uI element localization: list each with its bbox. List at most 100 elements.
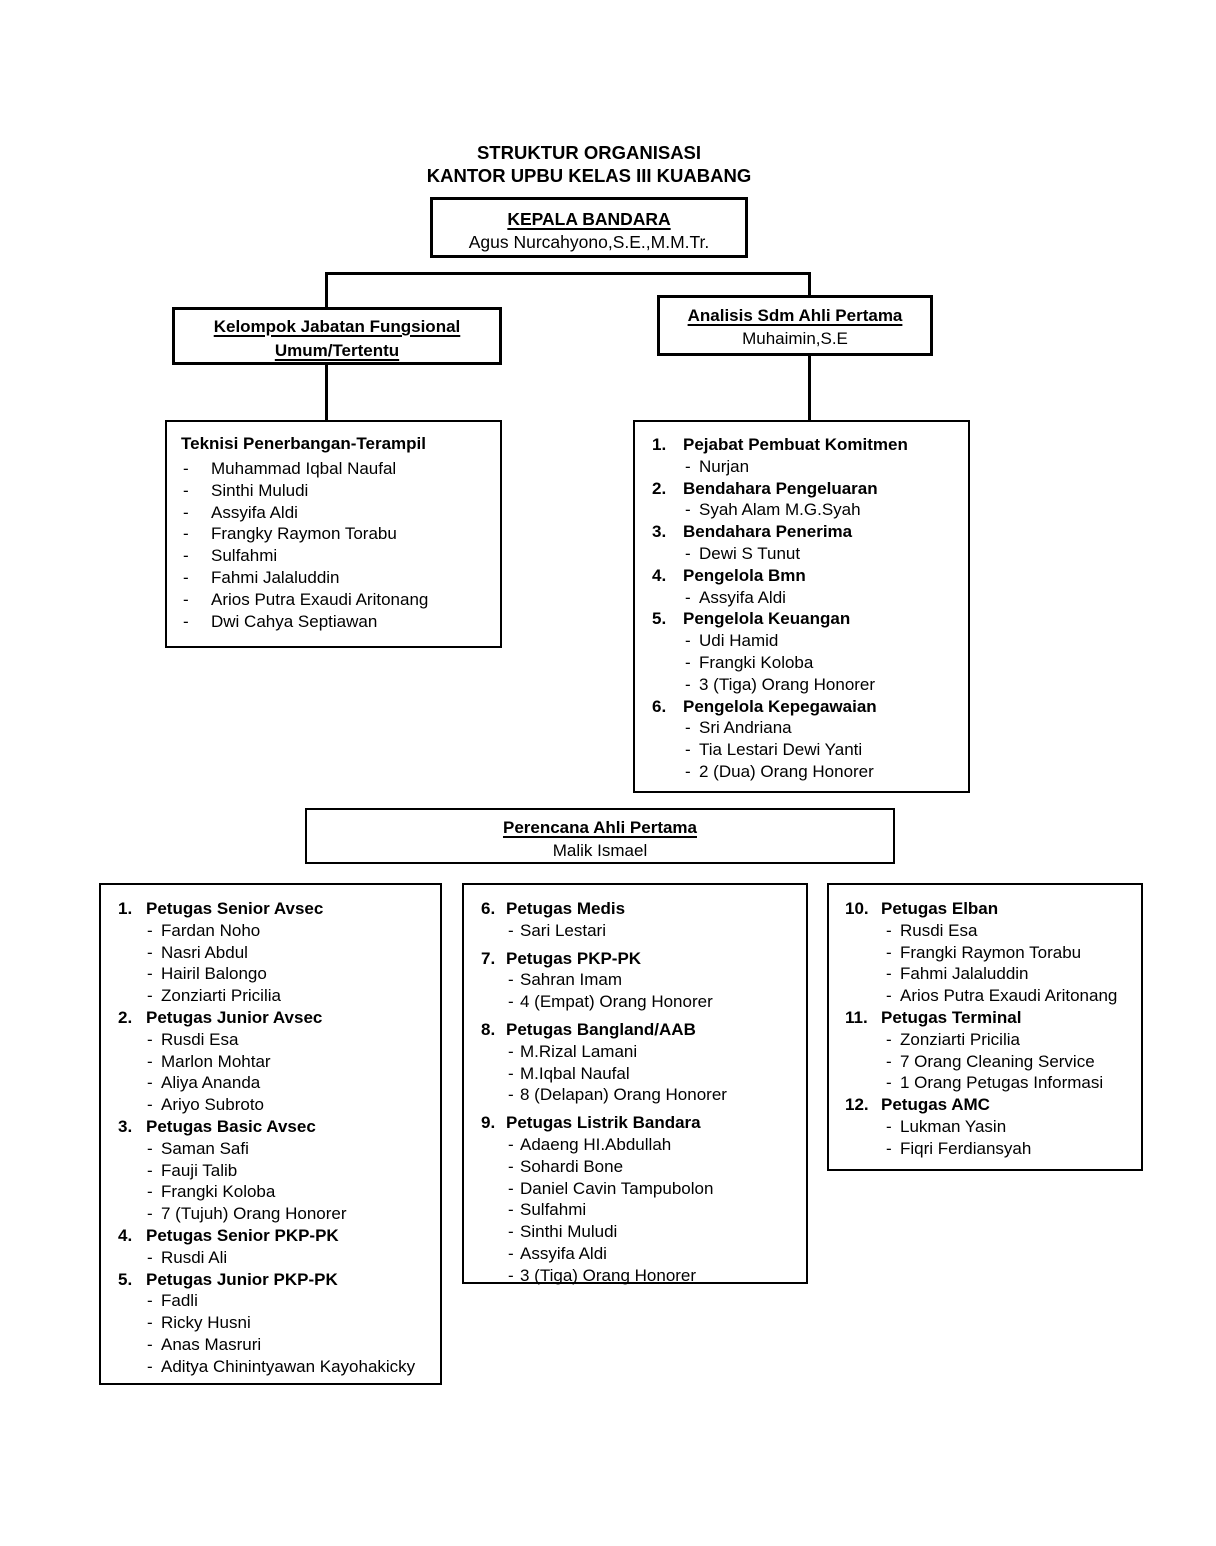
position-number: 6.	[481, 899, 496, 918]
member-name: Adaeng HI.Abdullah	[464, 1134, 806, 1156]
kelompok-jabatan-box: Kelompok Jabatan Fungsional Umum/Tertent…	[172, 307, 502, 365]
position-heading: 7. Petugas PKP-PK	[464, 948, 806, 970]
connector-vertical-left-upper	[325, 272, 328, 308]
position-heading: 8. Petugas Bangland/AAB	[464, 1019, 806, 1041]
position-heading: 6. Pengelola Kepegawaian	[635, 696, 968, 718]
member-name: Marlon Mohtar	[101, 1051, 440, 1073]
member-name: Sari Lestari	[464, 920, 806, 942]
petugas-right-box: 10. Petugas Elban Rusdi Esa Frangki Raym…	[827, 883, 1143, 1171]
position-heading: 11. Petugas Terminal	[829, 1007, 1141, 1029]
member-name: 4 (Empat) Orang Honorer	[464, 991, 806, 1013]
member-name: Assyifa Aldi	[167, 502, 500, 524]
position-number: 10.	[845, 899, 869, 918]
member-name: Tia Lestari Dewi Yanti	[635, 739, 968, 761]
member-name: Fahmi Jalaluddin	[167, 567, 500, 589]
petugas-right-group-list: 10. Petugas Elban Rusdi Esa Frangki Raym…	[829, 898, 1141, 1160]
member-name: 7 Orang Cleaning Service	[829, 1051, 1141, 1073]
position-title: Petugas Terminal	[881, 1007, 1022, 1027]
position-title: Pengelola Kepegawaian	[683, 696, 877, 716]
position-member-list: Fardan Noho Nasri Abdul Hairil Balongo Z…	[101, 920, 440, 1007]
member-name: Fiqri Ferdiansyah	[829, 1138, 1141, 1160]
position-group: 2. Petugas Junior Avsec Rusdi Esa Marlon…	[101, 1007, 440, 1116]
position-number: 2.	[118, 1007, 133, 1027]
position-group: 7. Petugas PKP-PK Sahran Imam 4 (Empat) …	[464, 948, 806, 1013]
member-name: 8 (Delapan) Orang Honorer	[464, 1084, 806, 1106]
position-title: Pengelola Bmn	[683, 565, 806, 585]
position-group: 3. Bendahara Penerima Dewi S Tunut	[635, 521, 968, 565]
analisis-sdm-box: Analisis Sdm Ahli Pertama Muhaimin,S.E	[657, 295, 933, 356]
member-name: Sinthi Muludi	[464, 1221, 806, 1243]
member-name: Frangki Koloba	[101, 1181, 440, 1203]
member-name: 3 (Tiga) Orang Honorer	[464, 1265, 806, 1287]
position-number: 8.	[481, 1019, 496, 1039]
position-heading: 5. Pengelola Keuangan	[635, 608, 968, 630]
member-name: Muhammad Iqbal Naufal	[167, 458, 500, 480]
position-member-list: Assyifa Aldi	[635, 587, 968, 609]
position-member-list: Nurjan	[635, 456, 968, 478]
member-name: Ricky Husni	[101, 1312, 440, 1334]
member-name: 3 (Tiga) Orang Honorer	[635, 674, 968, 696]
position-member-list: M.Rizal Lamani M.Iqbal Naufal 8 (Delapan…	[464, 1041, 806, 1106]
page-title-line1: STRUKTUR ORGANISASI	[476, 142, 702, 163]
position-member-list: Udi Hamid Frangki Koloba 3 (Tiga) Orang …	[635, 630, 968, 695]
member-name: Arios Putra Exaudi Aritonang	[167, 589, 500, 611]
position-heading: 2. Bendahara Pengeluaran	[635, 478, 968, 500]
position-number: 1.	[652, 435, 667, 454]
position-number: 4.	[652, 565, 667, 585]
member-name: Ariyo Subroto	[101, 1094, 440, 1116]
connector-vertical-left-lower	[325, 363, 328, 421]
position-title: Bendahara Penerima	[683, 522, 853, 542]
position-group: 4. Petugas Senior PKP-PK Rusdi Ali	[101, 1225, 440, 1269]
position-heading: 3. Petugas Basic Avsec	[101, 1116, 440, 1138]
position-member-list: Sahran Imam 4 (Empat) Orang Honorer	[464, 969, 806, 1013]
page-title-line2: KANTOR UPBU KELAS III KUABANG	[426, 165, 752, 186]
position-member-list: Rusdi Esa Frangki Raymon Torabu Fahmi Ja…	[829, 920, 1141, 1007]
petugas-left-box: 1. Petugas Senior Avsec Fardan Noho Nasr…	[99, 883, 442, 1385]
analisis-name: Muhaimin,S.E	[742, 328, 848, 348]
member-name: Zonziarti Pricilia	[101, 985, 440, 1007]
teknisi-box: Teknisi Penerbangan-Terampil Muhammad Iq…	[165, 420, 502, 648]
position-heading: 12. Petugas AMC	[829, 1094, 1141, 1116]
member-name: 7 (Tujuh) Orang Honorer	[101, 1203, 440, 1225]
position-group: 4. Pengelola Bmn Assyifa Aldi	[635, 565, 968, 609]
position-group: 10. Petugas Elban Rusdi Esa Frangki Raym…	[829, 898, 1141, 1007]
member-name: Aditya Chinintyawan Kayohakicky	[101, 1356, 440, 1378]
position-number: 4.	[118, 1225, 133, 1245]
position-heading: 9. Petugas Listrik Bandara	[464, 1112, 806, 1134]
position-number: 5.	[118, 1269, 133, 1289]
member-name: Hairil Balongo	[101, 963, 440, 985]
position-member-list: Rusdi Esa Marlon Mohtar Aliya Ananda Ari…	[101, 1029, 440, 1116]
position-number: 1.	[118, 899, 133, 918]
member-name: Sulfahmi	[167, 545, 500, 567]
position-title: Petugas Senior Avsec	[146, 899, 324, 918]
position-group: 6. Pengelola Kepegawaian Sri Andriana Ti…	[635, 696, 968, 783]
position-title: Petugas Elban	[881, 899, 999, 918]
position-group: 12. Petugas AMC Lukman Yasin Fiqri Ferdi…	[829, 1094, 1141, 1159]
perencana-box: Perencana Ahli Pertama Malik Ismael	[305, 808, 895, 864]
position-member-list: Fadli Ricky Husni Anas Masruri Aditya Ch…	[101, 1290, 440, 1377]
position-member-list: Zonziarti Pricilia 7 Orang Cleaning Serv…	[829, 1029, 1141, 1094]
member-name: 2 (Dua) Orang Honorer	[635, 761, 968, 783]
kelompok-title-line2: Umum/Tertentu	[274, 341, 400, 360]
position-member-list: Sri Andriana Tia Lestari Dewi Yanti 2 (D…	[635, 717, 968, 782]
member-name: Aliya Ananda	[101, 1072, 440, 1094]
position-group: 3. Petugas Basic Avsec Saman Safi Fauji …	[101, 1116, 440, 1225]
position-title: Pengelola Keuangan	[683, 609, 851, 629]
position-number: 5.	[652, 609, 667, 629]
member-name: Fauji Talib	[101, 1160, 440, 1182]
position-heading: 3. Bendahara Penerima	[635, 521, 968, 543]
member-name: Sri Andriana	[635, 717, 968, 739]
connector-vertical-right-lower	[808, 354, 811, 421]
perencana-name: Malik Ismael	[552, 841, 648, 860]
komitmen-box: 1. Pejabat Pembuat Komitmen Nurjan 2. Be…	[633, 420, 970, 793]
member-name: Assyifa Aldi	[464, 1243, 806, 1265]
member-name: Rusdi Esa	[101, 1029, 440, 1051]
position-title: Bendahara Pengeluaran	[683, 478, 878, 498]
kepala-bandara-box: KEPALA BANDARA Agus Nurcahyono,S.E.,M.M.…	[430, 197, 748, 258]
position-title: Petugas Bangland/AAB	[506, 1019, 696, 1039]
position-number: 3.	[652, 522, 667, 542]
member-name: Frangki Raymon Torabu	[829, 942, 1141, 964]
position-group: 5. Petugas Junior PKP-PK Fadli Ricky Hus…	[101, 1269, 440, 1378]
kepala-bandara-name: Agus Nurcahyono,S.E.,M.M.Tr.	[468, 232, 710, 252]
